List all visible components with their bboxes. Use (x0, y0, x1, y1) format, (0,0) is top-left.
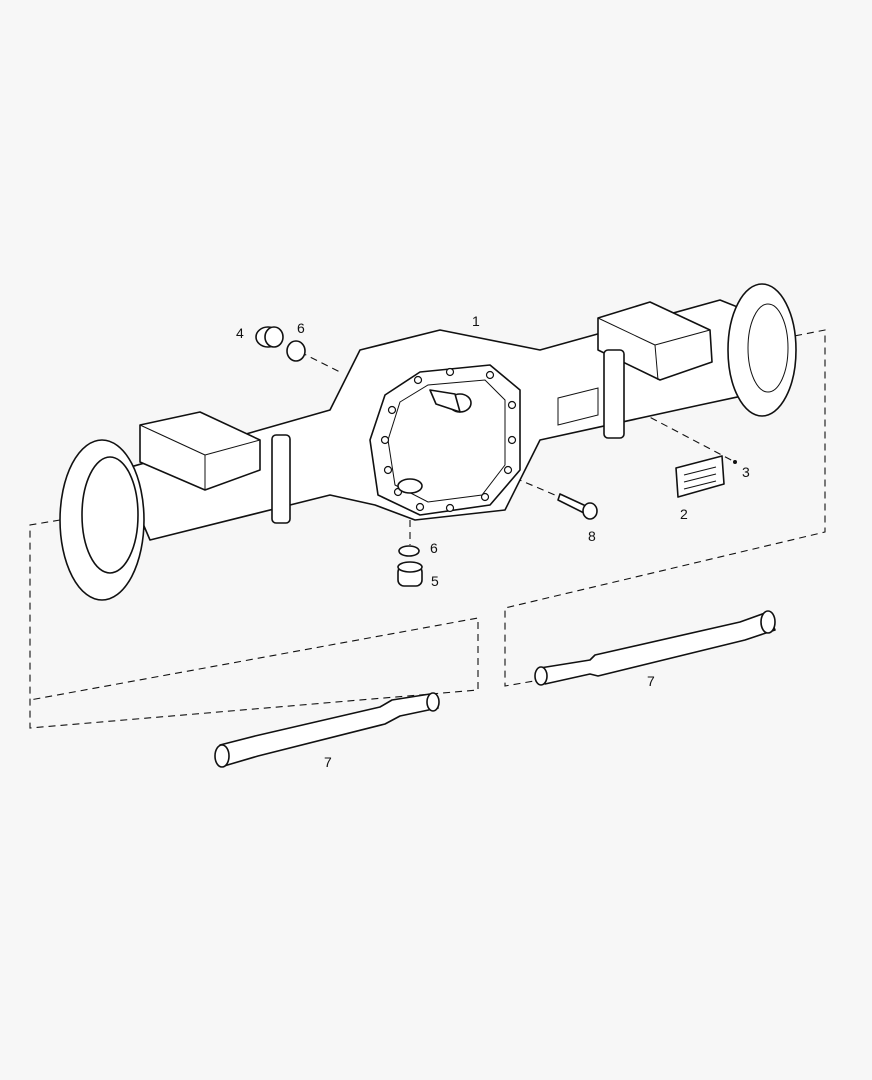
part-5-drain-plug (397, 561, 423, 587)
axle-housing (59, 283, 797, 601)
part-7-axle-shaft-right (534, 610, 776, 686)
label-5: 5 (431, 573, 439, 589)
label-1: 1 (472, 313, 480, 329)
label-2: 2 (680, 506, 688, 522)
part-4-plug (255, 326, 284, 348)
part-6-oring-bottom (398, 545, 420, 557)
part-8-bolt (557, 493, 598, 520)
label-7a: 7 (647, 673, 655, 689)
label-6a: 6 (297, 320, 305, 336)
label-7b: 7 (324, 754, 332, 770)
part-3-rivet (733, 460, 737, 464)
label-6b: 6 (430, 540, 438, 556)
part-2-nameplate (675, 455, 725, 498)
label-3: 3 (742, 464, 750, 480)
part-6-oring-top (286, 340, 306, 362)
label-8: 8 (588, 528, 596, 544)
part-7-axle-shaft-left (214, 692, 440, 768)
label-4: 4 (236, 325, 244, 341)
assembly-lines (29, 329, 826, 729)
